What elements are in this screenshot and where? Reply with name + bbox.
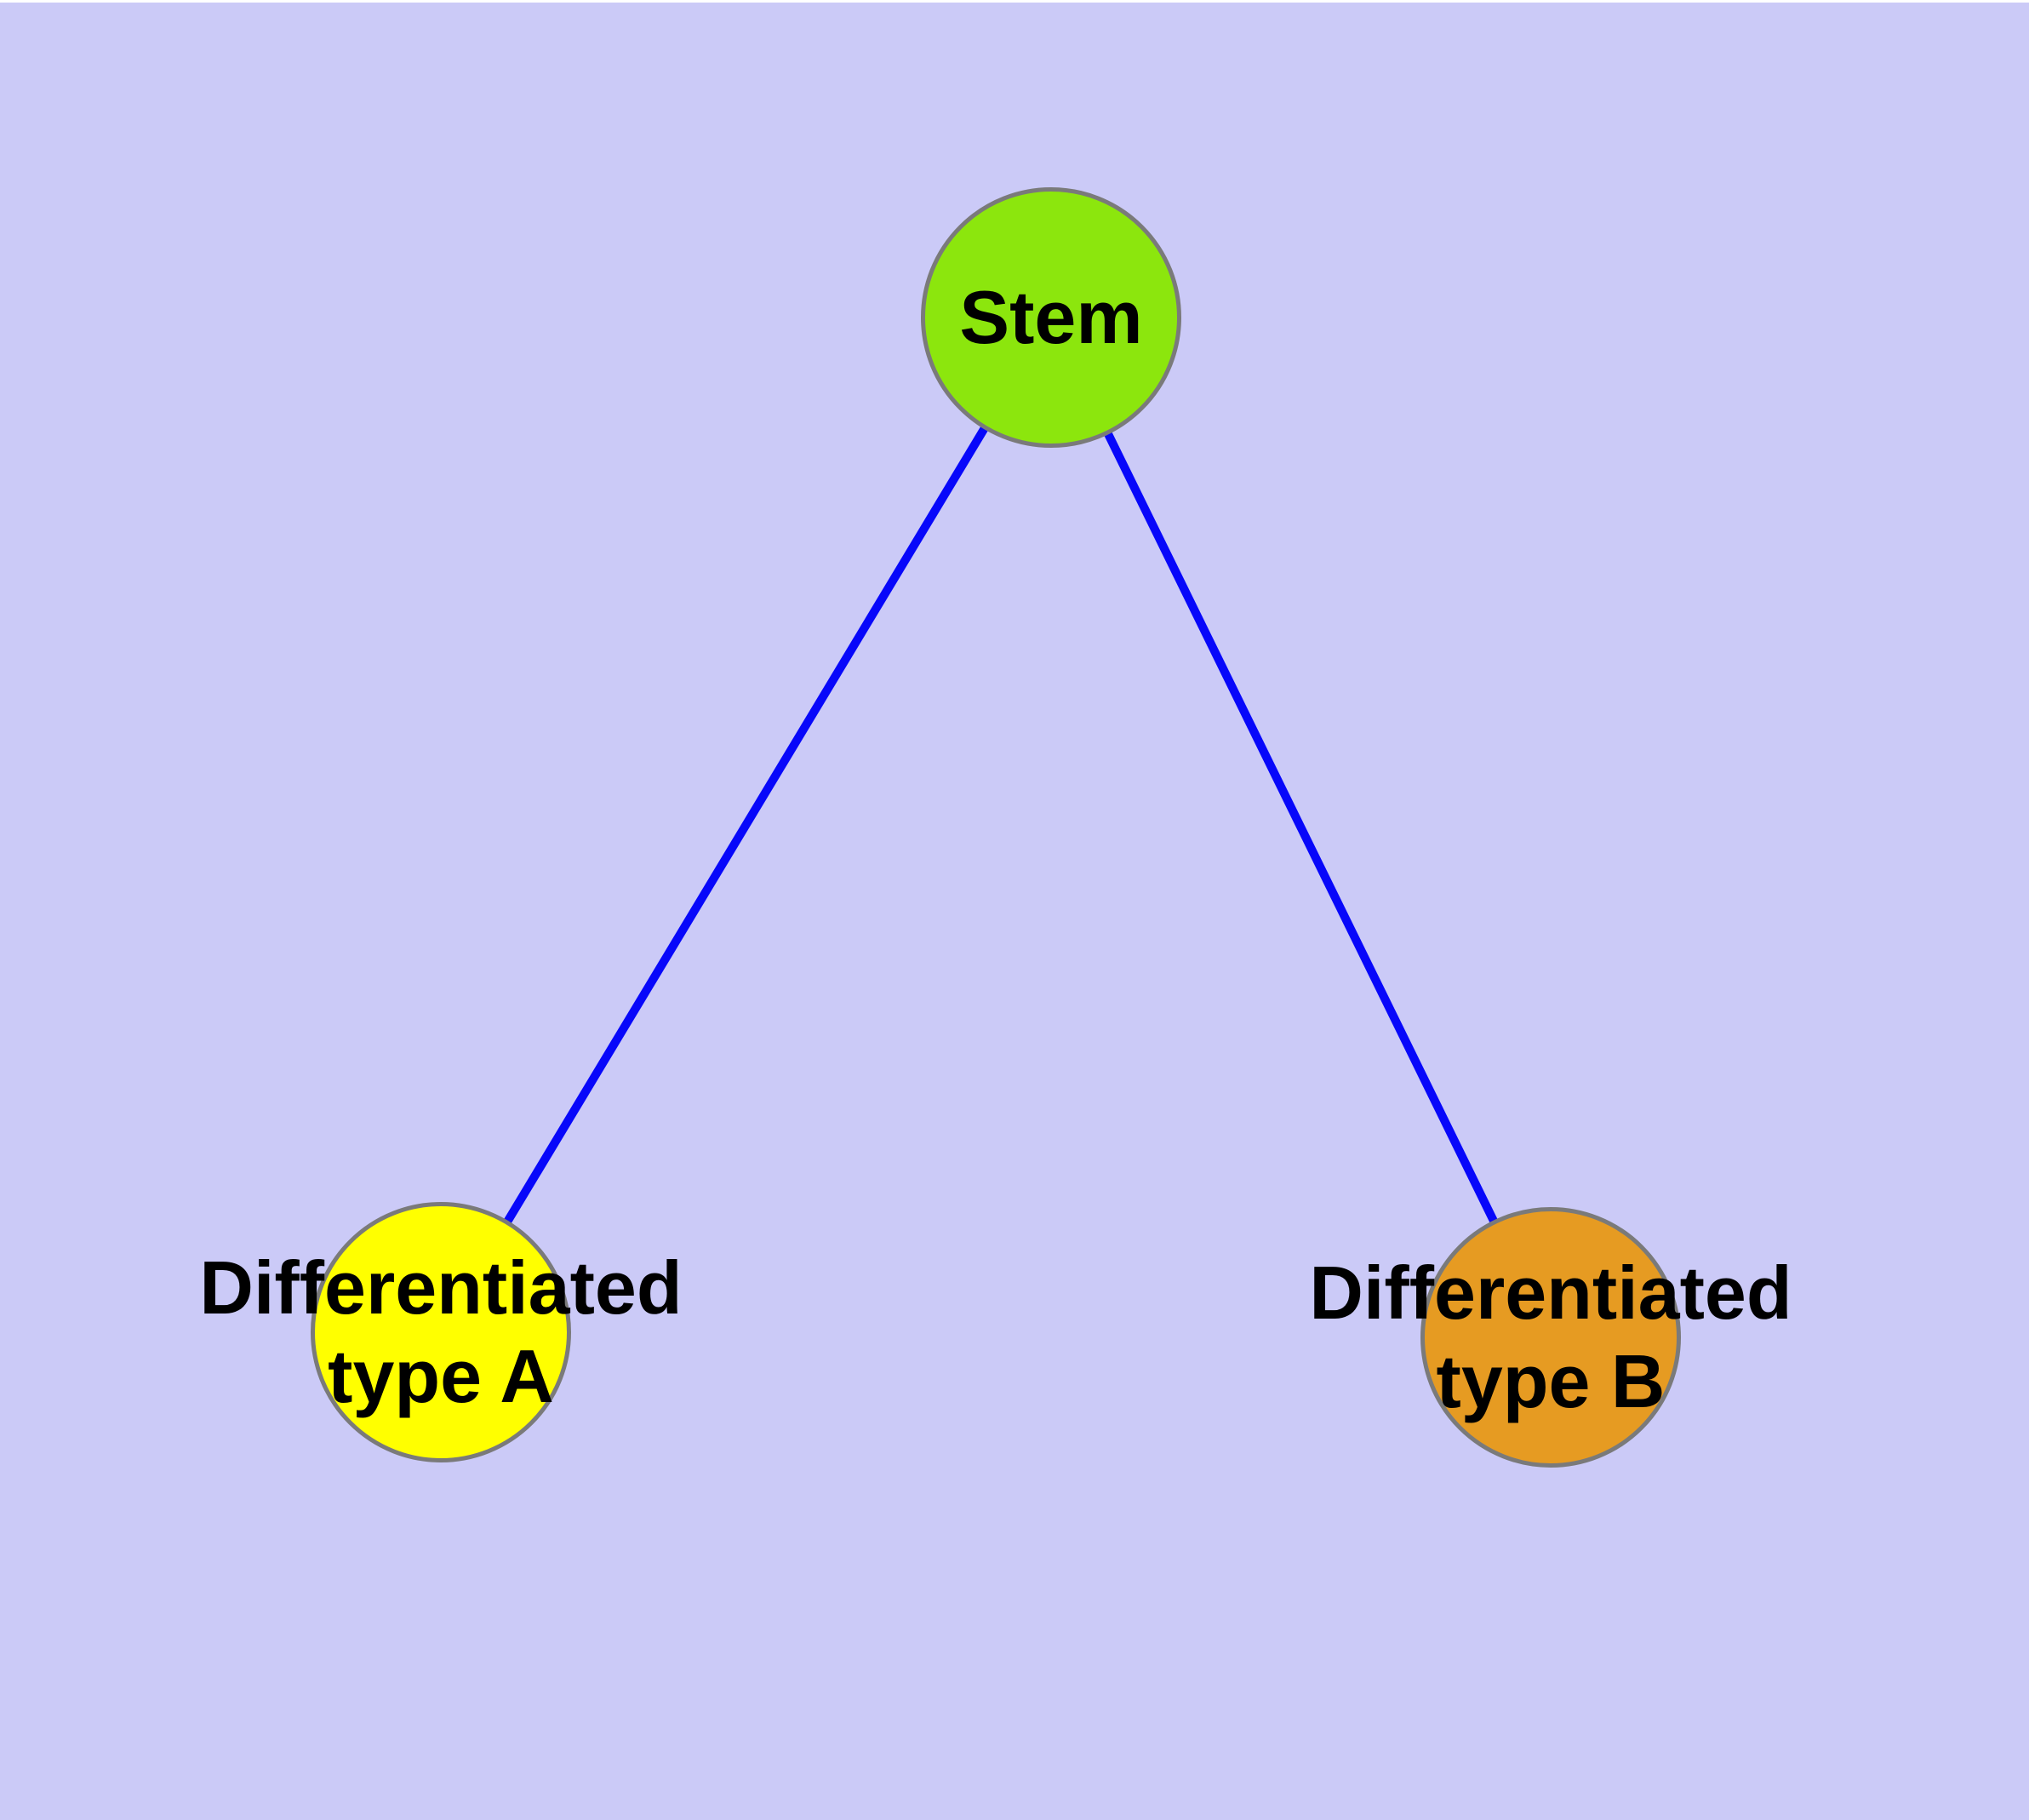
edge-stem-to-differentiated-type-b [1047,315,1555,1340]
node-differentiated-type-a [311,1202,571,1462]
edge-stem-to-differentiated-type-a [437,315,1055,1335]
page-top-margin [0,0,2029,3]
node-stem [921,187,1181,448]
node-differentiated-type-b [1420,1207,1681,1468]
